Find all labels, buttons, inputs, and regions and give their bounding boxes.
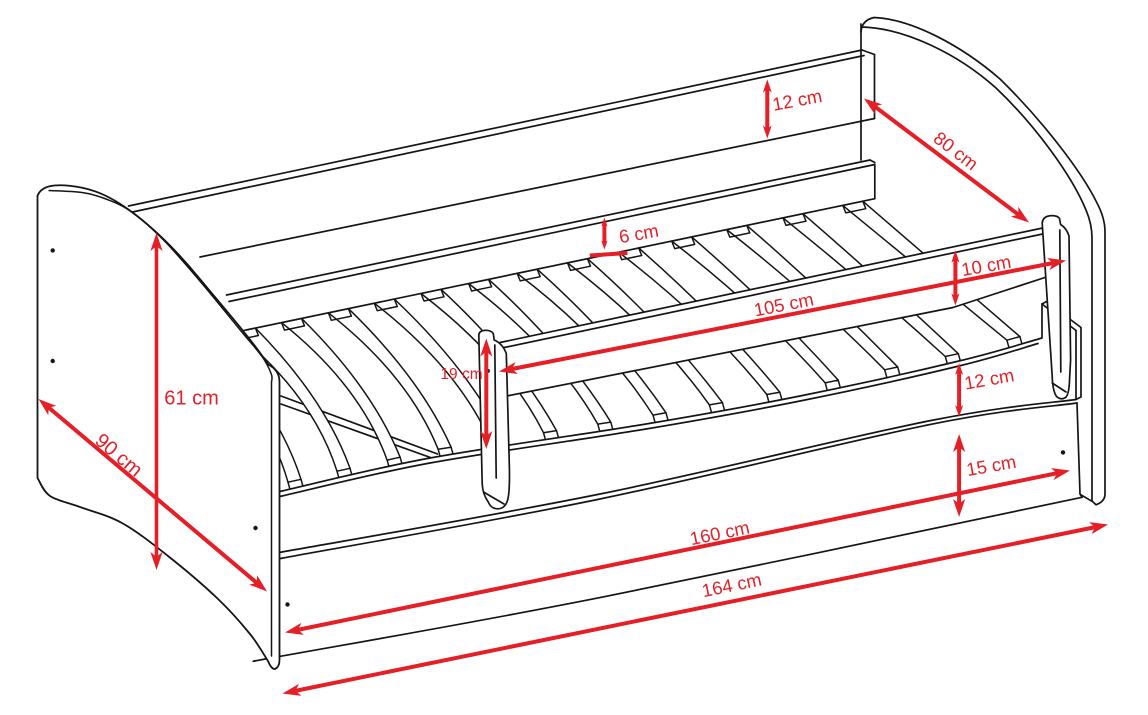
svg-text:19 cm: 19 cm bbox=[440, 366, 482, 383]
svg-text:61 cm: 61 cm bbox=[164, 387, 218, 409]
